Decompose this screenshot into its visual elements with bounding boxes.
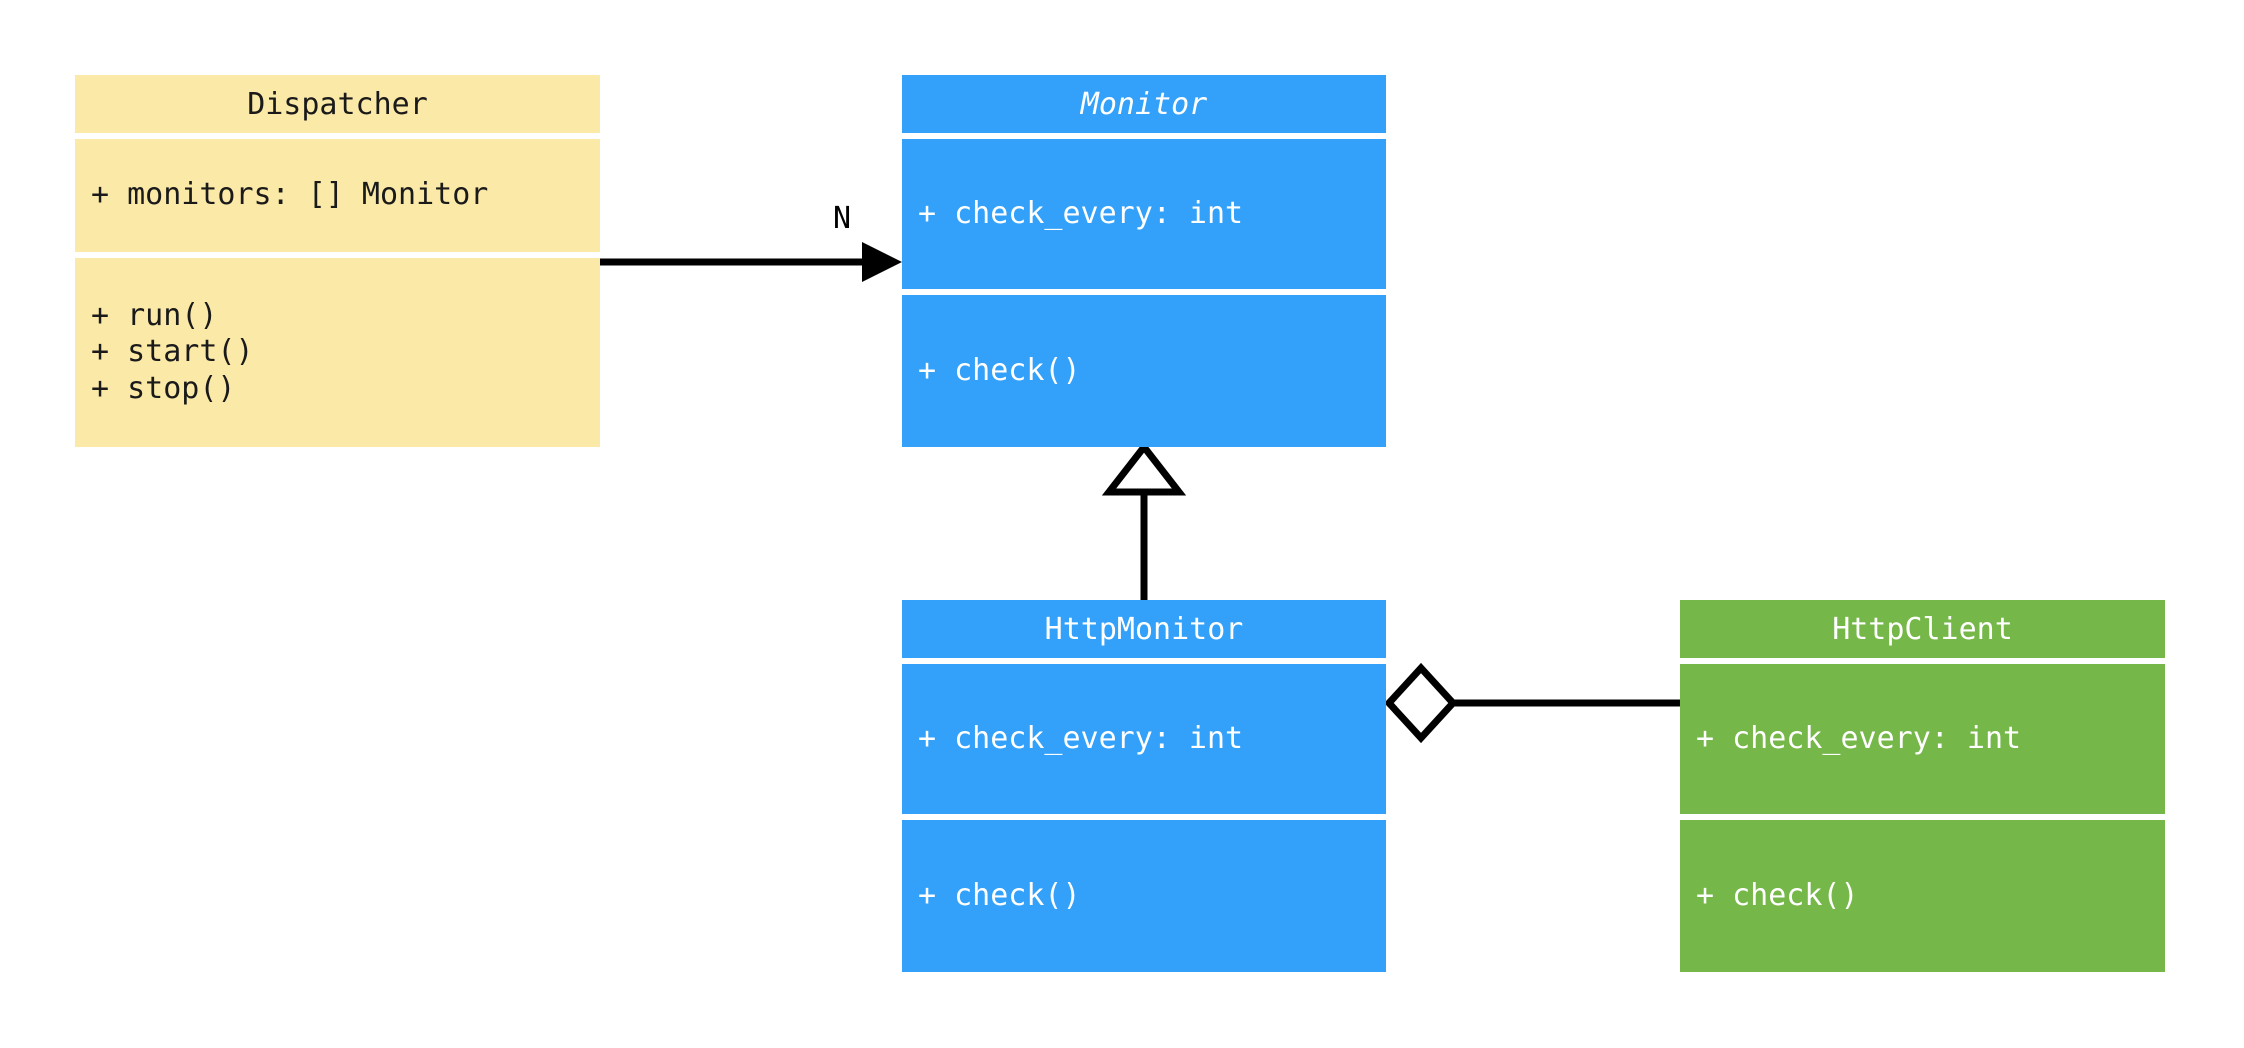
relation-dispatcher-to-monitor	[600, 242, 902, 282]
attribute-row: + check_every: int	[918, 195, 1244, 231]
relation-httpmonitor-aggregates-httpclient	[1384, 662, 1680, 744]
hollow-triangle-icon	[1101, 441, 1187, 496]
compartment-separator	[902, 658, 1386, 664]
relation-httpmonitor-inherits-monitor	[1101, 441, 1187, 600]
class-methods-dispatcher: + run() + start() + stop()	[75, 258, 600, 447]
attribute-row: + check_every: int	[918, 720, 1244, 756]
class-methods-http-monitor: + check()	[902, 820, 1386, 972]
attribute-row: + monitors: [] Monitor	[91, 177, 489, 213]
class-attributes-http-client: + check_every: int	[1680, 664, 2165, 814]
compartment-separator	[902, 289, 1386, 295]
compartment-separator	[1680, 814, 2165, 820]
class-name-monitor: Monitor	[1080, 86, 1208, 122]
class-box-dispatcher[interactable]: Dispatcher + monitors: [] Monitor + run(…	[75, 75, 600, 447]
compartment-separator	[1680, 658, 2165, 664]
method-row: + run()	[91, 297, 218, 333]
attribute-row: + check_every: int	[1696, 720, 2022, 756]
class-box-http-monitor[interactable]: HttpMonitor + check_every: int + check()	[902, 600, 1386, 972]
compartment-separator	[75, 252, 600, 258]
association-multiplicity-label: N	[833, 201, 852, 236]
class-attributes-dispatcher: + monitors: [] Monitor	[75, 139, 600, 252]
compartment-separator	[75, 133, 600, 139]
class-name-http-client: HttpClient	[1832, 611, 2013, 647]
class-header-dispatcher: Dispatcher	[75, 75, 600, 133]
method-row: + check()	[918, 877, 1081, 913]
method-row: + start()	[91, 334, 254, 370]
class-methods-monitor: + check()	[902, 295, 1386, 447]
hollow-diamond-icon	[1384, 662, 1458, 744]
class-header-monitor: Monitor	[902, 75, 1386, 133]
method-row: + check()	[1696, 877, 1859, 913]
filled-arrowhead-icon	[862, 242, 902, 282]
compartment-separator	[902, 133, 1386, 139]
class-header-http-client: HttpClient	[1680, 600, 2165, 658]
class-name-http-monitor: HttpMonitor	[1044, 611, 1244, 647]
class-name-dispatcher: Dispatcher	[247, 86, 428, 122]
class-box-http-client[interactable]: HttpClient + check_every: int + check()	[1680, 600, 2165, 972]
class-attributes-http-monitor: + check_every: int	[902, 664, 1386, 814]
class-header-http-monitor: HttpMonitor	[902, 600, 1386, 658]
class-attributes-monitor: + check_every: int	[902, 139, 1386, 289]
class-methods-http-client: + check()	[1680, 820, 2165, 972]
method-row: + check()	[918, 352, 1081, 388]
method-row: + stop()	[91, 370, 236, 406]
class-box-monitor[interactable]: Monitor + check_every: int + check()	[902, 75, 1386, 447]
compartment-separator	[902, 814, 1386, 820]
